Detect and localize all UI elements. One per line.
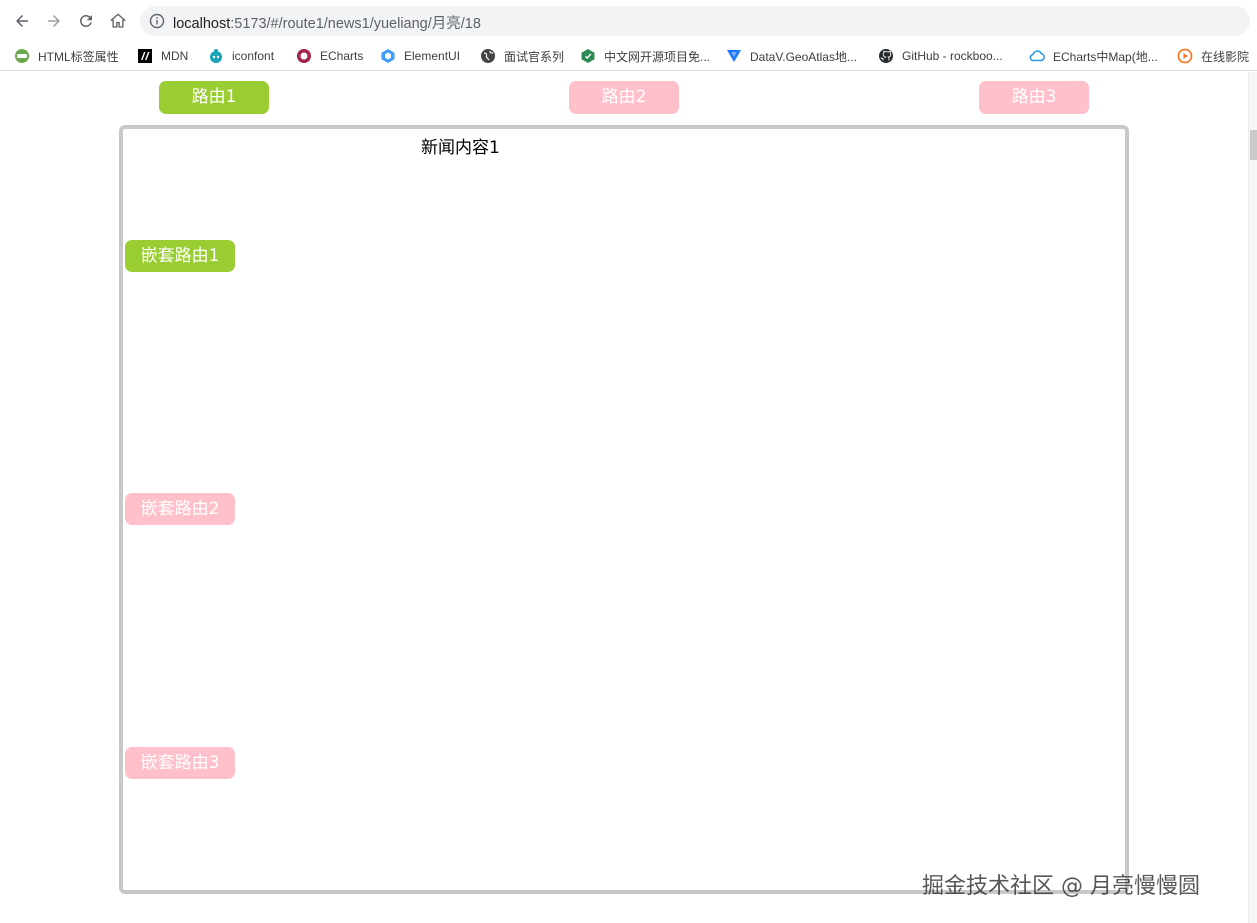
bookmark-label: HTML标签属性 [38,49,119,64]
bookmark-mdn[interactable]: MDN [137,45,188,67]
globe-icon [481,49,495,63]
bookmark-label: 中文网开源项目免... [604,49,711,64]
bookmark-iconfont[interactable]: iconfont [208,45,274,67]
bookmark-cinema[interactable]: 在线影院 [1177,45,1249,67]
route-link-3[interactable]: 路由3 [979,81,1089,114]
cube-icon [581,49,595,63]
vertical-scrollbar[interactable] [1248,72,1257,923]
bookmark-label: ElementUI [404,49,461,63]
play-icon [1177,48,1193,64]
bookmark-interview[interactable]: 面试官系列 [480,45,564,67]
news-title: 新闻内容1 [421,138,500,158]
bookmark-datav[interactable]: DataV.GeoAtlas地... [726,45,857,67]
reload-button[interactable] [74,9,98,33]
route-link-2[interactable]: 路由2 [569,81,679,114]
bookmark-label: ECharts中Map(地... [1053,49,1158,64]
bookmark-elementui[interactable]: ElementUI [380,45,460,67]
echarts-icon [297,49,311,63]
bookmark-github[interactable]: GitHub - rockboo... [878,45,1003,67]
scrollbar-thumb[interactable] [1250,130,1257,160]
bookmark-echarts[interactable]: ECharts [296,45,363,67]
bookmark-html[interactable]: HTML标签属性 [14,45,119,67]
datav-icon [727,50,741,62]
iconfont-icon [210,49,222,63]
bookmark-label: 面试官系列 [504,49,565,64]
route-link-1[interactable]: 路由1 [159,81,269,114]
watermark: 掘金技术社区 @ 月亮慢慢圆 [922,874,1200,899]
cloud-icon [1029,50,1045,62]
page-content: 路由1 路由2 路由3 新闻内容1 嵌套路由1 嵌套路由2 嵌套路由3 掘金技术… [0,72,1257,923]
bookmark-label: 在线影院 [1201,49,1250,64]
bookmark-label: MDN [161,49,189,63]
arrow-left-icon [16,15,28,27]
url-host: localhost [173,16,231,32]
bookmark-label: GitHub - rockboo... [902,49,1003,63]
address-bar[interactable]: localhost:5173/#/route1/news1/yueliang/月… [140,6,1250,36]
bookmarks-bar: HTML标签属性 MDN iconfont ECharts ElementUI [0,40,1257,71]
bookmark-label: ECharts [320,49,364,63]
nested-route-link-3[interactable]: 嵌套路由3 [125,747,235,779]
mdn-icon [138,49,152,63]
bookmark-echarts-map[interactable]: ECharts中Map(地... [1029,45,1158,67]
bookmark-label: DataV.GeoAtlas地... [750,49,857,64]
html-bookmark-icon [15,49,29,63]
browser-toolbar: localhost:5173/#/route1/news1/yueliang/月… [0,0,1257,40]
nested-route-link-1[interactable]: 嵌套路由1 [125,240,235,272]
arrow-right-icon [48,15,60,27]
elementui-icon [381,49,395,63]
nested-route-link-2[interactable]: 嵌套路由2 [125,493,235,525]
bookmark-label: iconfont [232,49,275,63]
news-container: 新闻内容1 嵌套路由1 嵌套路由2 嵌套路由3 [119,125,1129,894]
url-path: :5173/#/route1/news1/yueliang/月亮/18 [230,16,481,32]
home-button[interactable] [106,9,130,33]
home-icon [110,13,126,28]
info-icon[interactable] [149,13,165,29]
reload-icon [79,14,92,27]
forward-button[interactable] [42,9,66,33]
github-icon [879,49,893,63]
url-text[interactable]: localhost:5173/#/route1/news1/yueliang/月… [173,12,481,33]
back-button[interactable] [10,9,34,33]
bookmark-opensource[interactable]: 中文网开源项目免... [580,45,710,67]
